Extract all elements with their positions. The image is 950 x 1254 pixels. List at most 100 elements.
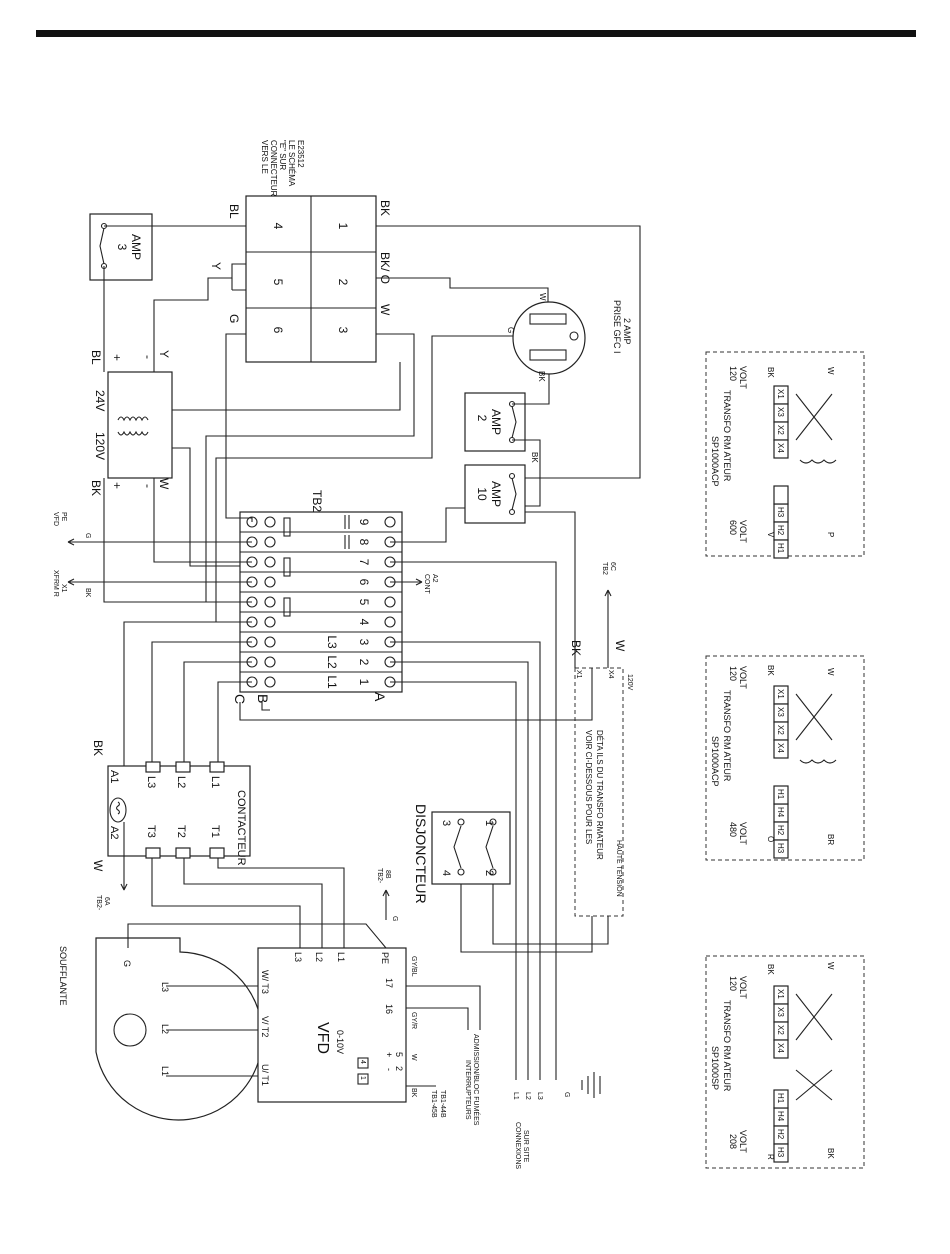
- v1-wire-bk: BK: [766, 367, 775, 378]
- tb1-44b: TB1-44B: [439, 1090, 446, 1118]
- v3-title: TRANSFO RM ATEUR: [722, 1000, 732, 1092]
- vfd-left-w: W/ T3: [260, 970, 270, 994]
- wire-label-bko: BK/ O: [378, 252, 392, 284]
- gfci-label-2: 2 AMP: [622, 318, 632, 345]
- v3-x2: X2: [776, 1025, 785, 1035]
- field-l2: L2: [524, 1092, 531, 1100]
- tb2-l3: L3: [325, 635, 339, 649]
- tb2-vfdpe-1: VFD: [52, 512, 59, 526]
- connector-cell-2: 2: [336, 279, 350, 286]
- field-l3: L3: [536, 1092, 543, 1100]
- v3-model: SP1000SP: [710, 1046, 720, 1090]
- connector-cell-5: 5: [271, 279, 285, 286]
- contactor-bot-t2: T2: [175, 825, 187, 838]
- connector-cell-6: 6: [271, 327, 285, 334]
- v2-x1: X1: [776, 689, 785, 699]
- top-rule: [36, 30, 916, 37]
- transformer-24v: 24V 120V BL BK + + - - Y W: [89, 350, 173, 496]
- blower-l2: L2: [160, 1024, 170, 1034]
- field-note-2: SUR SITE: [522, 1130, 529, 1163]
- disconnect-num-4: 4: [440, 870, 452, 876]
- v1-wire-p: P: [826, 532, 835, 537]
- tb2-num-7: 7: [357, 559, 371, 566]
- vfd-t5: 5: [394, 1052, 404, 1057]
- fuse10-unit: AMP: [489, 481, 503, 507]
- tb2-terminal-block: 9 8 7 6 5 4 3 2 1 L3 L2 L1 TB2 C B A CON…: [52, 490, 438, 704]
- vfd-top-l2: L2: [314, 952, 324, 962]
- fuse10-bk: BK: [530, 452, 539, 463]
- v3-h3: H3: [776, 1147, 785, 1158]
- contactor-top-l3: L3: [145, 776, 157, 788]
- tb2-num-3: 3: [357, 639, 371, 646]
- tb2-c: C: [232, 694, 248, 704]
- gfci-label-1: PRISE GFC I: [612, 300, 622, 354]
- v3-pri-2: VOLT: [738, 1130, 748, 1153]
- disconnect-num-3: 3: [440, 820, 452, 826]
- vfd-t17: 17: [384, 978, 394, 988]
- tb2-num-8: 8: [357, 539, 371, 546]
- field-g: G: [563, 1092, 570, 1097]
- v1-title: TRANSFO RM ATEUR: [722, 390, 732, 482]
- xfmr24-v1: 120V: [93, 432, 107, 460]
- tb2-a: A: [372, 692, 388, 702]
- v1-x4: X4: [776, 443, 785, 453]
- v2-sec-2: VOLT: [738, 666, 748, 689]
- tb2-b: B: [255, 694, 271, 703]
- v2-model: SP1000ACP: [710, 736, 720, 787]
- xfmr-box-w: W: [613, 640, 627, 652]
- tb2-g: G: [84, 533, 91, 538]
- variant-transformer-3: H4 H2 H3 H1 X1 X3 X2 X4 SP1000SP TRANSFO…: [705, 955, 865, 1169]
- connector-note-2: CONNECTEUR: [269, 140, 278, 197]
- xfmr24-minus-bot: -: [141, 484, 155, 488]
- contactor-tb2-6a-1: TB2-: [95, 895, 102, 911]
- fuse3-num: 3: [115, 244, 129, 251]
- v3-x1: X1: [776, 989, 785, 999]
- wire-label-bk: BK: [378, 200, 392, 216]
- tb2-l2: L2: [325, 655, 339, 669]
- tb2-6c-1: TB2: [601, 562, 608, 575]
- vfd-bk: BK: [410, 1088, 417, 1098]
- disconnect-switch: 3 1 4 2 DISJONCTEUR: [413, 804, 511, 904]
- blower-title: SOUFFLANTE: [58, 946, 68, 1006]
- xfmr-box-bk: BK: [569, 640, 583, 656]
- blower-l1: L1: [160, 1066, 170, 1076]
- v1-h3: H3: [776, 507, 785, 518]
- v3-wire-r: R: [766, 1154, 775, 1160]
- blower-g: G: [122, 960, 132, 967]
- v1-sec-1: 120: [728, 366, 738, 381]
- v1-h2: H2: [776, 525, 785, 536]
- switches-1: INTERRUPTEURS: [464, 1060, 471, 1120]
- contactor-tb2-6a-2: 6A: [103, 897, 110, 906]
- contactor-top-l2: L2: [175, 776, 187, 788]
- vfd-box-1: 1: [359, 1076, 366, 1080]
- fuse2-num: 2: [475, 415, 489, 422]
- vfd-left-u: U/ T1: [260, 1064, 270, 1086]
- disconnect-num-1: 1: [483, 820, 495, 826]
- v2-wire-o: O: [766, 836, 775, 842]
- wire-label-g: G: [227, 314, 241, 323]
- contactor-bot-t1: T1: [209, 825, 221, 838]
- tb2-cont-2: A2: [431, 574, 438, 583]
- tb2-xfrmr-1: XFRM R: [52, 570, 59, 597]
- v3-h2: H2: [776, 1129, 785, 1140]
- vfd-left-v: V/ T2: [260, 1016, 270, 1037]
- v3-sec-2: VOLT: [738, 976, 748, 999]
- field-l1: L1: [512, 1092, 519, 1100]
- v2-wire-bk: BK: [766, 665, 775, 676]
- v1-pri-2: VOLT: [738, 520, 748, 543]
- blower-motor: SOUFFLANTE G L3 L2 L1: [58, 937, 264, 1121]
- tb2-num-2: 2: [357, 659, 371, 666]
- v2-h2: H2: [776, 825, 785, 836]
- fuse-3amp: 3 AMP: [89, 213, 153, 281]
- contactor-tb2-8b-1: TB2-: [376, 868, 383, 884]
- contactor-bot-t3: T3: [145, 825, 157, 838]
- vfd-plus: +: [384, 1052, 394, 1057]
- fuse-10amp: 10 AMP BK: [464, 452, 539, 524]
- fuse3-unit: AMP: [129, 234, 143, 260]
- disconnect-num-2: 2: [483, 870, 495, 876]
- v3-x3: X3: [776, 1007, 785, 1017]
- xfmr-box-x1: X1: [575, 670, 582, 679]
- v1-h1: H1: [776, 543, 785, 554]
- v2-wire-w: W: [826, 668, 835, 676]
- xfmr24-w: W: [157, 478, 171, 490]
